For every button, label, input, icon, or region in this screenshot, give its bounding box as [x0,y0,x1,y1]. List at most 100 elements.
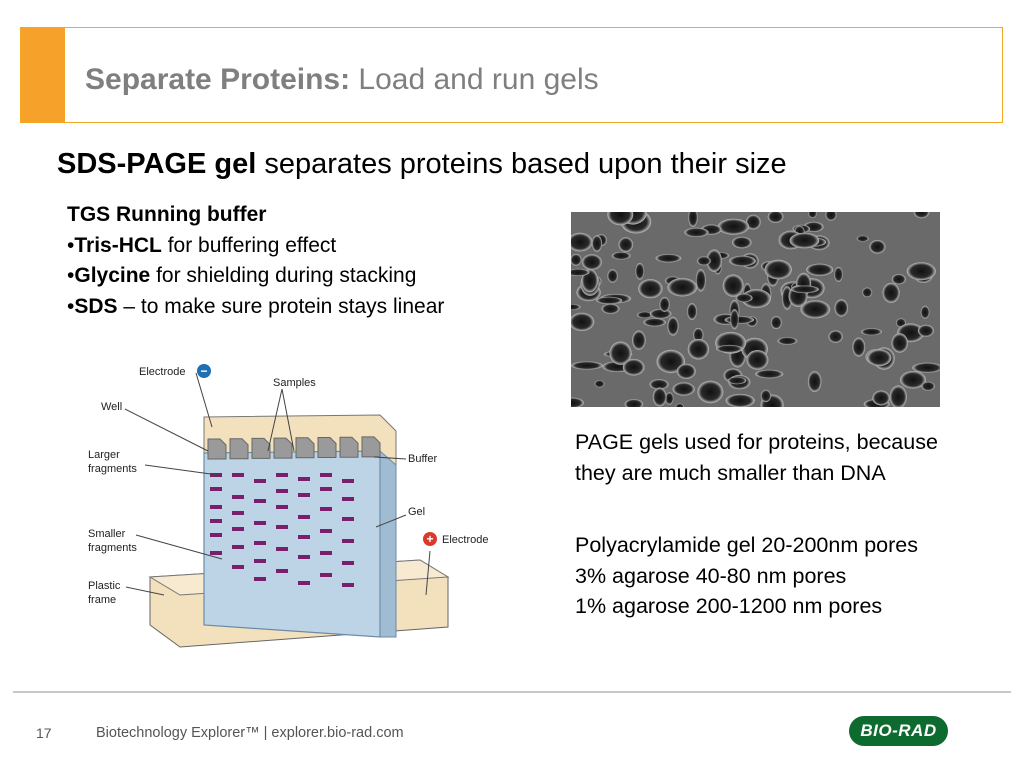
micrograph-pore [889,385,907,407]
wells [207,436,381,460]
micrograph-pore [861,328,882,336]
micrograph-pore [869,240,886,254]
slide-title-bold: Separate Proteins: [85,63,351,96]
well-tooth [229,438,249,460]
label-gel: Gel [408,506,425,518]
buffer-heading-text: TGS Running buffer [67,203,267,226]
label-electrode-top: Electrode [139,366,185,378]
label-samples: Samples [273,377,316,389]
micrograph-pore [652,387,667,407]
micrograph-pore [727,376,747,385]
micrograph-pore [618,237,634,252]
micrograph-pore [807,371,822,393]
buffer-heading: TGS Running buffer [67,200,444,231]
micrograph-pore [693,327,704,342]
micrograph-pore [729,255,756,267]
protein-band [254,559,266,563]
micrograph-pore [667,278,698,297]
micrograph-pore [591,235,603,252]
micrograph-pore [746,350,769,370]
micrograph-pore [581,254,602,270]
protein-band [298,555,310,559]
headline: SDS-PAGE gel separates proteins based up… [57,148,787,181]
micrograph-pore [596,296,623,304]
protein-band [342,539,354,543]
micrograph-pore [725,393,755,407]
micrograph-pore [891,274,906,285]
protein-band [276,473,288,477]
protein-band [298,477,310,481]
headline-rest: separates proteins based upon their size [256,148,787,180]
micrograph-pores [571,212,940,407]
micrograph-pore [571,361,603,370]
micrograph-pore [912,362,940,373]
micrograph-pore [609,341,632,365]
gel-micrograph [571,212,940,407]
micrograph-pore [834,299,849,317]
buffer-item-bold: SDS [74,294,118,318]
buffer-item-rest: for shielding during stacking [150,264,417,287]
page-note-line: PAGE gels used for proteins, because [575,430,938,454]
protein-band [254,541,266,545]
micrograph-pore [800,300,831,319]
bullet: • [67,294,75,318]
micrograph-pore [655,254,682,263]
micrograph-pore [724,316,755,324]
protein-band [342,561,354,565]
protein-band [298,493,310,497]
micrograph-pore [834,266,843,282]
micrograph-pore [676,363,696,379]
bio-rad-logo: BIO-RAD [849,716,948,746]
micrograph-pore [624,399,644,407]
protein-band [254,521,266,525]
micrograph-pore [571,232,593,252]
well-tooth [251,437,271,459]
protein-band [254,499,266,503]
buffer-list: TGS Running buffer •Tris-HCL for bufferi… [67,200,444,322]
micrograph-pore [917,324,934,337]
protein-band [320,473,332,477]
pore-line: 3% agarose 40-80 nm pores [575,563,847,588]
micrograph-pore [872,390,890,406]
protein-band [342,583,354,587]
page-number: 17 [36,725,52,741]
label-buffer: Buffer [408,453,437,465]
label-plastic-2: frame [88,594,116,606]
well-tooth [317,437,337,458]
micrograph-pore [760,389,771,403]
micrograph-pore [806,263,834,276]
buffer-item: •SDS – to make sure protein stays linear [67,292,444,323]
well-tooth [207,438,227,460]
micrograph-pore [697,380,724,404]
micrograph-pore [722,274,744,297]
well-tooth [295,437,315,459]
protein-band [320,551,332,555]
buffer-item-bold: Glycine [74,264,151,287]
micrograph-pore [571,268,590,276]
footer-divider [13,691,1011,693]
micrograph-pore [607,212,634,226]
label-smaller-2: fragments [88,542,137,554]
slide-title: Separate Proteins: Load and run gels [85,63,599,97]
micrograph-pore [730,309,739,330]
gel-slab [203,450,381,638]
micrograph-pore [667,316,679,336]
protein-band [320,573,332,577]
well-tooth [361,436,381,458]
micrograph-pore [687,338,710,360]
protein-band [298,535,310,539]
protein-band [342,517,354,521]
micrograph-pore [891,333,908,353]
protein-band [232,565,244,569]
micrograph-pore [852,337,866,357]
micrograph-pore [571,312,595,332]
micrograph-pore [755,369,784,379]
micrograph-image [571,212,940,407]
logo-text: BIO-RAD [860,721,937,740]
micrograph-pore [637,311,653,319]
gel-side [379,449,397,638]
micrograph-pore [643,318,666,327]
micrograph-pore [790,285,819,294]
micrograph-pore [789,232,820,249]
micrograph-pore [635,262,645,280]
